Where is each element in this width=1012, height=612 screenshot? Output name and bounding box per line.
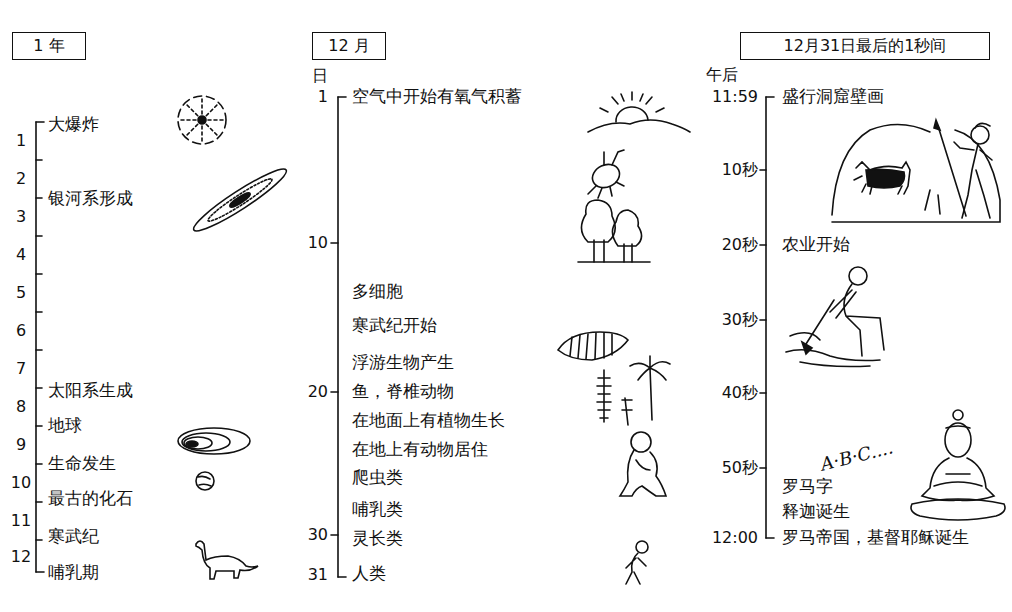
time-number: 10秒 xyxy=(722,161,758,179)
hunter-icon xyxy=(934,120,992,218)
cave-painting-icon xyxy=(832,124,1000,222)
earth-icon xyxy=(196,472,214,490)
month-number: 1 xyxy=(16,132,26,150)
trees-icon xyxy=(578,200,650,262)
event-label: 盛行洞窟壁画 xyxy=(782,87,884,107)
alphabet-doodle: A·B·C.... xyxy=(819,437,896,475)
event-label: 罗马字 xyxy=(782,477,833,497)
event-label: 浮游生物产生 xyxy=(352,353,454,373)
big-bang-icon xyxy=(178,96,226,144)
day-number: 10 xyxy=(308,234,328,252)
event-label: 人类 xyxy=(352,564,386,584)
solar-system-icon xyxy=(178,428,250,454)
event-label: 寒武纪开始 xyxy=(352,316,437,336)
event-label: 罗马帝国，基督耶稣诞生 xyxy=(782,528,969,548)
second-axis xyxy=(760,97,774,538)
event-label: 寒武纪 xyxy=(48,527,99,547)
event-label: 哺乳期 xyxy=(48,563,99,583)
month-number: 7 xyxy=(16,360,26,378)
event-label: 释迦诞生 xyxy=(782,502,850,522)
time-number: 12:00 xyxy=(712,529,758,547)
time-number: 11:59 xyxy=(712,88,758,106)
december-axis xyxy=(331,97,346,577)
time-number: 30秒 xyxy=(722,311,758,329)
sunrise-icon xyxy=(588,92,690,132)
event-label: 在地面上有植物生长 xyxy=(352,411,505,431)
header-text: 1 年 xyxy=(33,36,64,57)
event-label: 生命发生 xyxy=(48,454,116,474)
day-number: 20 xyxy=(308,383,328,401)
event-label: 银河系形成 xyxy=(48,189,133,209)
header-box: 12月31日最后的1秒间 xyxy=(740,32,990,60)
header-box: 12 月 xyxy=(312,32,386,60)
year-axis xyxy=(36,122,44,572)
month-number: 9 xyxy=(16,436,26,454)
event-label: 地球 xyxy=(48,416,82,436)
month-number: 6 xyxy=(16,322,26,340)
month-number: 8 xyxy=(16,398,26,416)
event-label: 多细胞 xyxy=(352,282,403,302)
event-label: 最古的化石 xyxy=(48,489,133,509)
insect-icon xyxy=(588,150,624,198)
time-number: 50秒 xyxy=(722,459,758,477)
buddha-icon xyxy=(911,410,1005,520)
axis-unit: 午后 xyxy=(706,66,738,84)
day-number: 1 xyxy=(318,88,328,106)
month-number: 11 xyxy=(11,512,31,530)
axis-unit: 日 xyxy=(312,67,328,85)
monkey-icon xyxy=(620,432,666,496)
header-text: 12月31日最后的1秒间 xyxy=(784,36,947,57)
month-number: 10 xyxy=(11,474,31,492)
event-label: 爬虫类 xyxy=(352,468,403,488)
day-number: 31 xyxy=(308,566,328,584)
early-human-icon xyxy=(626,541,648,584)
galaxy-icon xyxy=(189,162,291,237)
day-number: 30 xyxy=(308,526,328,544)
event-label: 大爆炸 xyxy=(48,115,99,135)
header-text: 12 月 xyxy=(328,36,369,57)
event-label: 灵长类 xyxy=(352,529,403,549)
event-label: 哺乳类 xyxy=(352,500,403,520)
time-number: 40秒 xyxy=(722,384,758,402)
dinosaur-icon xyxy=(196,541,258,579)
month-number: 3 xyxy=(16,208,26,226)
event-label: 在地上有动物居住 xyxy=(352,440,488,460)
event-label: 太阳系生成 xyxy=(48,381,133,401)
event-label: 鱼，脊椎动物 xyxy=(352,382,454,402)
plants-icon xyxy=(597,356,670,425)
time-number: 20秒 xyxy=(722,236,758,254)
month-number: 5 xyxy=(16,284,26,302)
month-number: 2 xyxy=(16,170,26,188)
event-label: 农业开始 xyxy=(782,235,850,255)
trilobite-icon xyxy=(558,332,628,360)
header-box: 1 年 xyxy=(12,32,86,60)
month-number: 4 xyxy=(16,246,26,264)
month-number: 12 xyxy=(11,548,31,566)
event-label: 空气中开始有氧气积蓄 xyxy=(352,87,522,107)
farmer-icon xyxy=(786,267,884,367)
